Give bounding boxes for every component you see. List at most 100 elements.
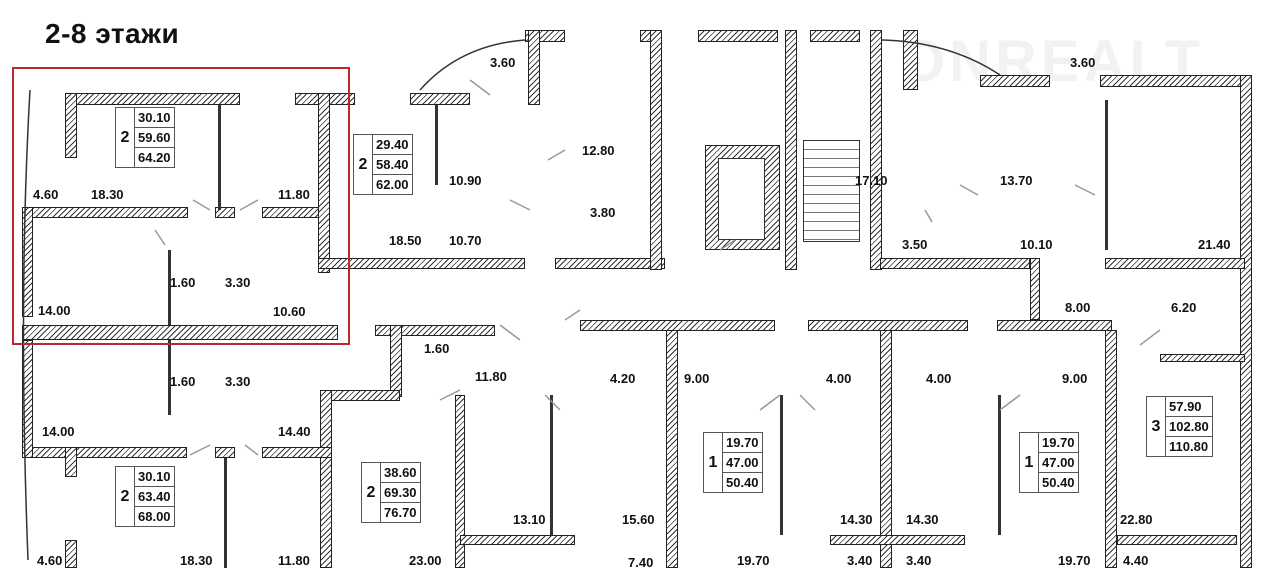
exterior-curve [22, 89, 31, 561]
living-area: 29.40 [376, 137, 409, 152]
wall [1117, 535, 1237, 545]
living-area: 30.10 [138, 469, 171, 484]
room-area: 4.00 [926, 371, 952, 386]
total-area: 59.60 [135, 127, 174, 147]
room-area: 10.10 [1020, 237, 1053, 252]
living-area: 19.70 [726, 435, 759, 450]
wall [375, 325, 495, 336]
total-area-with-balcony: 50.40 [723, 472, 762, 492]
partition [168, 340, 171, 415]
wall [650, 30, 662, 270]
wall [870, 30, 882, 270]
partition [998, 395, 1001, 535]
total-area-with-balcony: 50.40 [1039, 472, 1078, 492]
wall [215, 207, 235, 218]
room-area: 22.80 [1120, 512, 1153, 527]
room-area: 3.80 [590, 205, 616, 220]
living-area: 30.10 [138, 110, 171, 125]
elevator-shaft [718, 158, 765, 240]
wall [410, 93, 470, 105]
room-area: 19.70 [737, 553, 770, 568]
room-area: 10.60 [273, 304, 306, 319]
room-area: 13.70 [1000, 173, 1033, 188]
room-area: 3.60 [1070, 55, 1096, 70]
partition [218, 105, 221, 210]
room-area: 3.40 [847, 553, 873, 568]
room-count: 2 [116, 108, 135, 167]
wall [1105, 258, 1245, 269]
partition [550, 395, 553, 535]
total-area: 58.40 [373, 154, 412, 174]
partition [780, 395, 783, 535]
room-area: 14.00 [38, 303, 71, 318]
wall [65, 447, 77, 477]
total-area: 69.30 [381, 482, 420, 502]
wall [460, 535, 575, 545]
wall [785, 30, 797, 270]
room-area: 1.60 [424, 341, 450, 356]
room-area: 15.60 [622, 512, 655, 527]
room-area: 1.60 [170, 275, 196, 290]
room-area: 10.90 [449, 173, 482, 188]
room-area: 11.80 [278, 187, 310, 202]
room-area: 4.40 [1123, 553, 1149, 568]
total-area-with-balcony: 68.00 [135, 506, 174, 526]
wall [997, 320, 1112, 331]
wall [65, 93, 77, 158]
wall [698, 30, 778, 42]
balcony-curve [419, 39, 526, 91]
room-area: 8.00 [1065, 300, 1091, 315]
room-count: 3 [1147, 397, 1166, 456]
total-area: 102.80 [1166, 416, 1212, 436]
wall [1030, 258, 1040, 320]
room-area: 18.30 [91, 187, 124, 202]
room-area: 14.00 [42, 424, 75, 439]
room-area: 3.40 [906, 553, 932, 568]
room-area: 6.20 [1171, 300, 1197, 315]
room-area: 3.30 [225, 374, 251, 389]
room-area: 9.00 [684, 371, 710, 386]
room-area: 19.70 [1058, 553, 1091, 568]
total-area-with-balcony: 62.00 [373, 174, 412, 194]
wall [22, 325, 338, 340]
partition [224, 458, 227, 568]
room-count: 2 [354, 135, 373, 194]
floor-title: 2-8 этажи [45, 18, 180, 49]
total-area-with-balcony: 64.20 [135, 147, 174, 167]
total-area: 63.40 [135, 486, 174, 506]
room-area: 4.60 [37, 553, 63, 568]
wall [22, 340, 33, 458]
room-area: 7.40 [628, 555, 654, 570]
room-area: 11.80 [475, 369, 507, 384]
room-area: 18.50 [389, 233, 422, 248]
wall [1160, 354, 1245, 362]
wall [810, 30, 860, 42]
partition [435, 105, 438, 185]
room-area: 4.00 [826, 371, 852, 386]
wall [318, 258, 525, 269]
room-area: 18.30 [180, 553, 213, 568]
partition [1105, 100, 1108, 250]
room-area: 23.00 [409, 553, 442, 568]
room-area: 17.10 [855, 173, 888, 188]
staircase [803, 140, 860, 242]
room-area: 1.60 [170, 374, 196, 389]
room-count: 1 [704, 433, 723, 492]
total-area: 47.00 [1039, 452, 1078, 472]
room-area: 9.00 [1062, 371, 1088, 386]
room-area: 3.30 [225, 275, 251, 290]
room-area: 14.30 [840, 512, 873, 527]
living-area: 57.90 [1169, 399, 1202, 414]
room-count: 2 [362, 463, 381, 522]
wall [262, 447, 332, 458]
wall [555, 258, 665, 269]
total-area: 47.00 [723, 452, 762, 472]
